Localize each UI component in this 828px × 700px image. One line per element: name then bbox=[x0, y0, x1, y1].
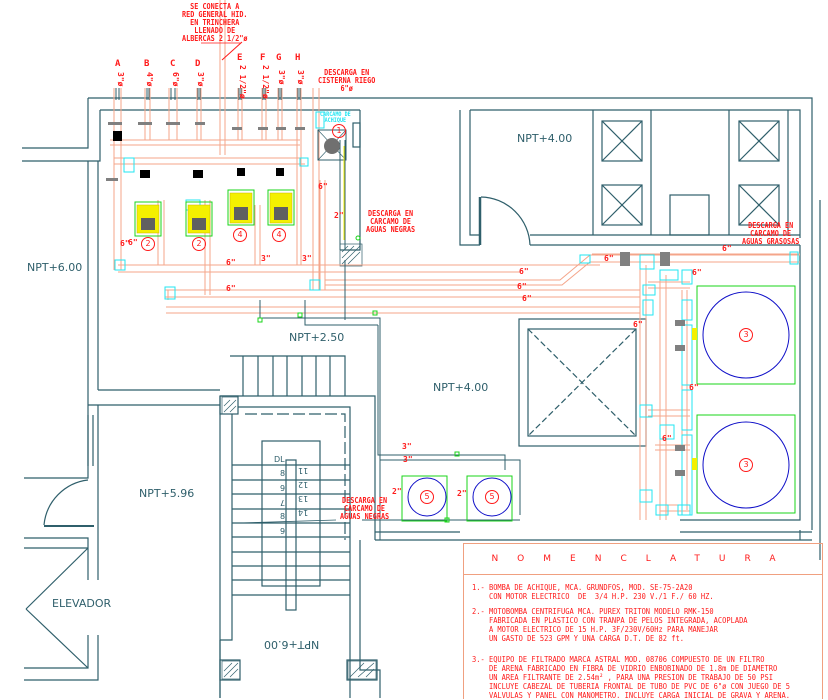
pipe-size-label: 3" bbox=[403, 455, 413, 464]
room-label-npt-400-top: NPT+4.00 bbox=[517, 132, 573, 145]
riser-letter-g: G bbox=[276, 53, 282, 63]
sump-label: CARCAMO DE ACHIQUE bbox=[320, 111, 351, 124]
room-label-npt-250: NPT+2.50 bbox=[289, 331, 345, 344]
connection-note: SE CONECTA A RED GENERAL HID. EN TRINCHE… bbox=[182, 2, 248, 43]
pipe-size-label: 6" bbox=[633, 320, 643, 329]
riser-diameter-h: 3"ø bbox=[296, 70, 305, 85]
filters bbox=[401, 285, 796, 522]
riser-diameter-c: 6"ø bbox=[171, 72, 180, 87]
riser-diameter-d: 3"ø bbox=[196, 72, 205, 87]
riser-diameter-g: 3"ø bbox=[277, 70, 286, 85]
riser-diameter-b: 4"ø bbox=[145, 72, 154, 87]
riser-letter-c: C bbox=[170, 59, 176, 69]
discharge-grease-water-note: DESCARGA EN CARCAMO DE AGUAS GRASOSAS bbox=[742, 221, 800, 246]
pipe-size-label: 6" bbox=[604, 254, 614, 263]
discharge-black-water-note-1: DESCARGA EN CARCAMO DE AGUAS NEGRAS bbox=[366, 209, 416, 234]
riser-letter-f: F bbox=[260, 53, 266, 63]
stair-number: 8 bbox=[280, 512, 286, 521]
riser-letter-b: B bbox=[144, 59, 150, 69]
riser-letter-d: D bbox=[195, 59, 201, 69]
pipe-size-label: 6" bbox=[318, 182, 328, 191]
pipe-size-label: 6" bbox=[662, 434, 672, 443]
stair-number: 12 bbox=[298, 480, 309, 489]
hatched-columns bbox=[221, 243, 377, 680]
pipe-size-label: 6" bbox=[128, 238, 138, 247]
stair-number: 6 bbox=[280, 526, 286, 535]
riser-letter-e: E bbox=[237, 53, 243, 63]
pipe-size-label: 6" bbox=[689, 383, 699, 392]
equipment-tag-pump-c: 4 bbox=[233, 228, 247, 242]
equipment-tag-pump-b: 2 bbox=[192, 237, 206, 251]
legend-item-1: 1.- BOMBA DE ACHIQUE, MCA. GRUNDFOS, MOD… bbox=[472, 582, 714, 601]
equipment-tag-filter-b: 3 bbox=[739, 458, 753, 472]
nomenclature-legend: NOMENCLATURA 1.- BOMBA DE ACHIQUE, MCA. … bbox=[463, 543, 823, 700]
stair-number: 13 bbox=[298, 494, 309, 503]
riser-diameter-a: 3"ø bbox=[116, 72, 125, 87]
pipe-size-label: 2" bbox=[457, 489, 467, 498]
pipe-size-label: 6" bbox=[517, 282, 527, 291]
riser-letter-a: A bbox=[115, 59, 121, 69]
equipment-tag-pump-sump: 1 bbox=[332, 124, 346, 138]
pipe-size-label: 6" bbox=[226, 258, 236, 267]
supply-lines bbox=[115, 88, 521, 540]
stair-number: DL bbox=[274, 455, 285, 464]
discharge-black-water-note-2: DESCARGA EN CARCAMO DE AGUAS NEGRAS bbox=[340, 496, 390, 521]
valves bbox=[106, 122, 685, 476]
discharge-irrigation-note: DESCARGA EN CISTERNA RIEGO 6"ø bbox=[318, 68, 376, 93]
riser-diameter-f: 2 1/2"ø bbox=[261, 65, 270, 99]
equipment-tag-filter-d: 5 bbox=[485, 490, 499, 504]
equipment-tag-filter-a: 3 bbox=[739, 328, 753, 342]
pipe-size-label: 2" bbox=[334, 211, 344, 220]
pipe-size-label: 3" bbox=[402, 442, 412, 451]
fittings bbox=[114, 111, 799, 516]
pipe-size-label: 6" bbox=[692, 268, 702, 277]
walls bbox=[22, 97, 821, 698]
equipment-tag-pump-d: 4 bbox=[272, 228, 286, 242]
room-label-elevator: ELEVADOR bbox=[52, 597, 112, 610]
room-label-npt-400-center: NPT+4.00 bbox=[433, 381, 489, 394]
room-label-npt-596: NPT+5.96 bbox=[139, 487, 195, 500]
stair-number: 9 bbox=[280, 484, 286, 493]
legend-title: NOMENCLATURA bbox=[491, 554, 795, 564]
stair-number: 14 bbox=[298, 508, 309, 517]
pipe-size-label: 6" bbox=[120, 239, 130, 248]
pipes bbox=[110, 0, 800, 520]
stair-number: 8 bbox=[280, 469, 286, 478]
pumps bbox=[113, 129, 347, 240]
pipe-size-label: 6" bbox=[722, 244, 732, 253]
connection-nodes bbox=[257, 235, 460, 523]
equipment-tag-filter-c: 5 bbox=[420, 490, 434, 504]
legend-title-bar: NOMENCLATURA bbox=[464, 544, 822, 575]
pipe-size-label: 3" bbox=[261, 254, 271, 263]
stair-number: 11 bbox=[298, 466, 309, 475]
legend-item-3: 3.- EQUIPO DE FILTRADO MARCA ASTRAL MOD.… bbox=[472, 654, 790, 700]
riser-diameter-e: 2 1/2"ø bbox=[238, 65, 247, 99]
riser-letter-h: H bbox=[295, 53, 301, 63]
room-label-npt-600-left: NPT+6.00 bbox=[27, 261, 83, 274]
pipe-size-label: 6" bbox=[226, 284, 236, 293]
stair-number: 7 bbox=[280, 498, 286, 507]
pipe-size-label: 6" bbox=[519, 267, 529, 276]
pipe-size-label: 3" bbox=[302, 254, 312, 263]
equipment-tag-pump-a: 2 bbox=[141, 237, 155, 251]
leader-line bbox=[221, 41, 243, 61]
room-label-npt-600-stair: NPT+6.00 bbox=[264, 638, 320, 651]
pipe-size-label: 2" bbox=[392, 487, 402, 496]
pipe-size-label: 6" bbox=[522, 294, 532, 303]
legend-item-2: 2.- MOTOBOMBA CENTRIFUGA MCA. PUREX TRIT… bbox=[472, 606, 748, 643]
